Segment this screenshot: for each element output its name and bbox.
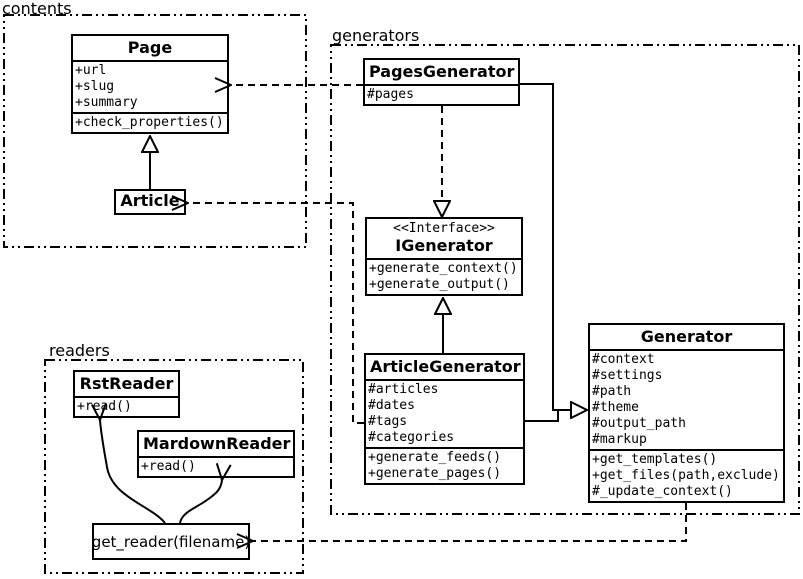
class-article-generator-title: ArticleGenerator	[370, 357, 521, 376]
package-label-readers: readers	[49, 341, 110, 360]
generalization-articlegenerator-to-generator	[525, 409, 572, 422]
attribute-row: #context	[592, 352, 655, 367]
class-generator-attributes: #context #settings #path #theme #output_…	[590, 349, 783, 449]
class-generator-methods: +get_templates() +get_files(path,exclude…	[590, 449, 783, 501]
class-pages-generator-attributes: #pages	[365, 84, 518, 104]
function-get-reader-label: get_reader(filename)	[91, 532, 251, 551]
method-row: +check_properties()	[75, 115, 224, 130]
class-igenerator-stereotype: <<Interface>>	[393, 221, 495, 236]
class-article-generator-methods: +generate_feeds() +generate_pages()	[366, 447, 523, 483]
package-label-generators: generators	[332, 26, 420, 45]
attribute-row: #categories	[368, 430, 455, 445]
class-generator: Generator #context #settings #path #them…	[588, 323, 785, 503]
method-row: +generate_output()	[369, 277, 510, 292]
method-row: +generate_context()	[369, 261, 518, 276]
method-row: +generate_feeds()	[368, 450, 502, 465]
class-article-generator-attributes: #articles #dates #tags #categories	[366, 379, 523, 447]
class-igenerator-title: IGenerator	[395, 236, 493, 255]
method-row: #_update_context()	[592, 484, 733, 499]
class-rst-reader-title: RstReader	[79, 374, 174, 393]
class-rst-reader-methods: +read()	[75, 396, 178, 416]
method-row: +get_templates()	[592, 452, 718, 467]
class-igenerator-methods: +generate_context() +generate_output()	[367, 258, 521, 294]
attribute-row: #settings	[592, 368, 663, 383]
dependency-generator-to-getreader	[253, 503, 687, 541]
class-igenerator: <<Interface>> IGenerator +generate_conte…	[365, 217, 523, 296]
class-page-title: Page	[127, 38, 173, 57]
attribute-row: #articles	[368, 382, 439, 397]
method-row: +generate_pages()	[368, 466, 502, 481]
class-page: Page +url +slug +summary +check_properti…	[71, 34, 229, 134]
class-mardown-reader-title: MardownReader	[143, 434, 291, 453]
attribute-row: #pages	[367, 87, 414, 102]
attribute-row: #markup	[592, 432, 647, 447]
function-get-reader: get_reader(filename)	[92, 523, 250, 560]
generalization-pagesgenerator-to-generator	[520, 83, 587, 410]
class-rst-reader: RstReader +read()	[73, 370, 180, 418]
method-row: +get_files(path,exclude)	[592, 468, 780, 483]
class-mardown-reader-methods: +read()	[139, 456, 293, 476]
method-row: +read()	[141, 459, 196, 474]
arrow-getreader-to-mardownreader	[179, 480, 222, 524]
class-generator-title: Generator	[640, 327, 733, 346]
class-mardown-reader: MardownReader +read()	[137, 430, 295, 478]
attribute-row: #output_path	[592, 416, 686, 431]
method-row: +read()	[77, 399, 132, 414]
attribute-row: +url	[75, 63, 107, 78]
class-page-methods: +check_properties()	[73, 112, 227, 132]
class-page-attributes: +url +slug +summary	[73, 60, 227, 112]
attribute-row: #theme	[592, 400, 639, 415]
class-pages-generator: PagesGenerator #pages	[363, 58, 520, 106]
class-article: Article	[114, 189, 186, 215]
class-pages-generator-title: PagesGenerator	[369, 62, 515, 81]
dependency-articlegenerator-to-article	[188, 203, 364, 424]
attribute-row: +summary	[75, 95, 138, 110]
attribute-row: +slug	[75, 79, 115, 94]
class-article-title: Article	[120, 191, 180, 210]
class-igenerator-header: <<Interface>> IGenerator	[367, 219, 521, 258]
attribute-row: #path	[592, 384, 632, 399]
attribute-row: #tags	[368, 414, 408, 429]
attribute-row: #dates	[368, 398, 415, 413]
class-article-generator: ArticleGenerator #articles #dates #tags …	[364, 353, 525, 485]
package-label-contents: contents	[2, 0, 72, 18]
